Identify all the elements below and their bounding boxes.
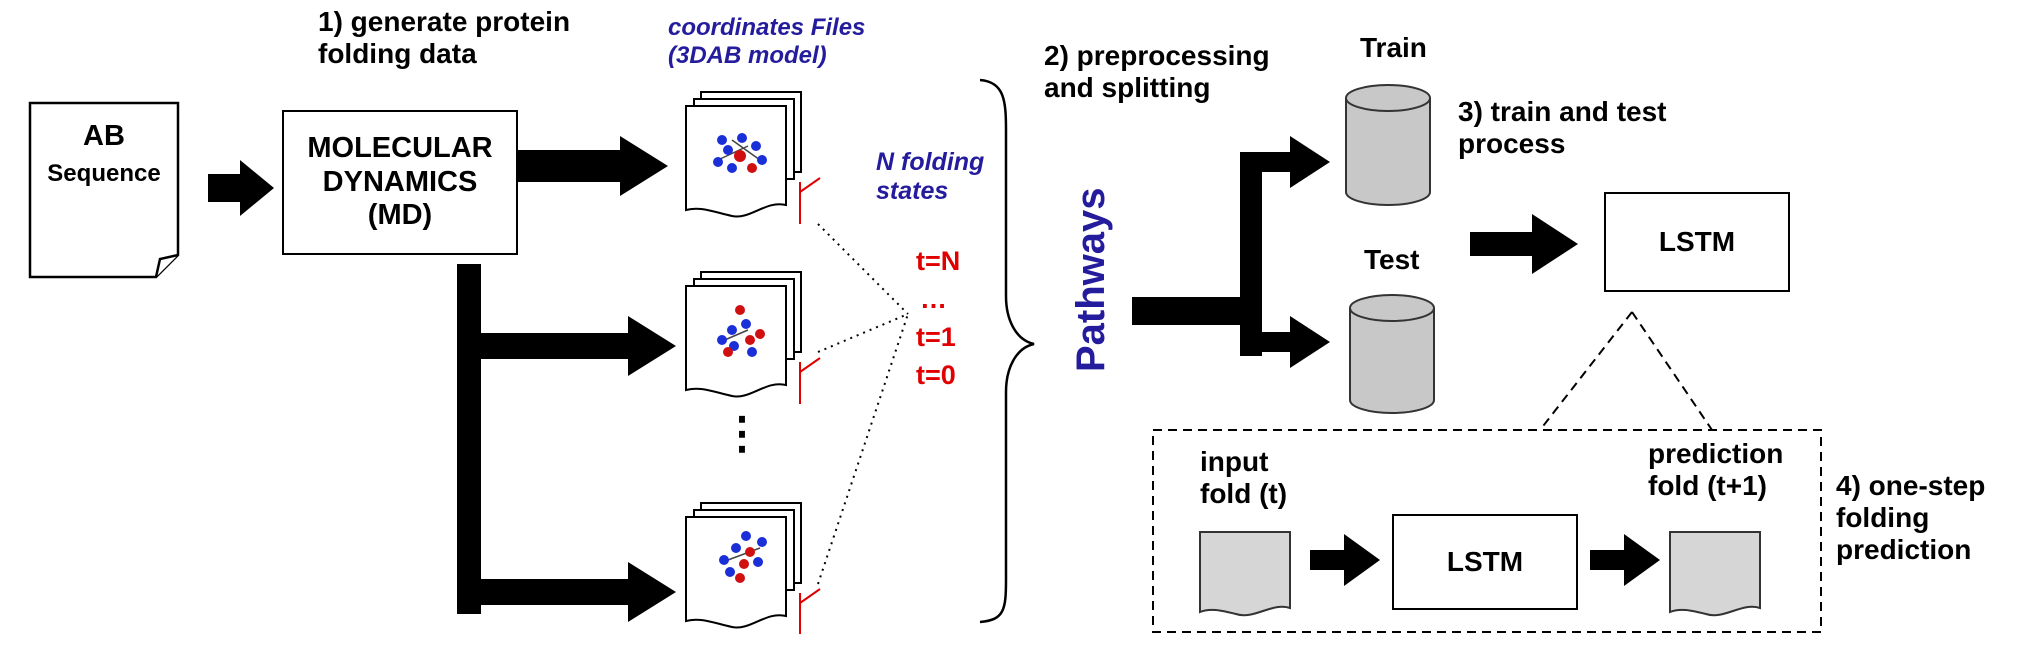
coordinate-files-label: coordinates Files (3DAB model) xyxy=(668,14,866,69)
dotted-connectors xyxy=(817,223,909,585)
molecule-icon xyxy=(713,133,767,173)
pathways-label: Pathways xyxy=(1069,187,1113,372)
lstm-main-label: LSTM xyxy=(1658,225,1736,257)
step1-label: 1) generate protein folding data xyxy=(318,6,571,70)
time-label: t=1 xyxy=(916,322,956,352)
md-box: MOLECULAR DYNAMICS (MD) xyxy=(282,110,518,255)
time-label: t=N xyxy=(916,246,961,276)
arrow-right-icon xyxy=(518,136,668,196)
timeline-tick-icon xyxy=(799,177,821,634)
arrow-right-icon xyxy=(1310,534,1380,586)
lstm-main-box: LSTM xyxy=(1604,192,1790,292)
step3-label: 3) train and test process xyxy=(1458,96,1667,160)
time-label: t=0 xyxy=(916,360,956,390)
molecule-icon xyxy=(719,531,767,583)
zoom-dashed-lines xyxy=(1152,311,1822,633)
arrow-right-icon xyxy=(1470,214,1578,274)
vertical-ellipsis: ⋮ xyxy=(720,409,764,458)
arrow-right-icon xyxy=(1590,534,1660,586)
split-arrows-icon xyxy=(1132,136,1330,368)
database-icon xyxy=(1345,84,1431,206)
md-box-label: MOLECULAR DYNAMICS (MD) xyxy=(307,132,493,232)
folding-states-label: N folding states xyxy=(876,148,985,205)
arrow-right-icon xyxy=(208,160,274,216)
detail-lstm-box: LSTM xyxy=(1392,514,1578,610)
input-document-icon xyxy=(28,101,180,279)
branch-arrows-icon xyxy=(457,264,676,622)
database-icon xyxy=(1349,294,1435,414)
train-label: Train xyxy=(1360,32,1427,63)
document-icon xyxy=(1669,531,1761,617)
coordinate-file-stack xyxy=(685,271,802,398)
molecule-icon xyxy=(717,305,765,357)
coordinate-file-stack xyxy=(685,502,802,629)
input-sequence-subtitle: Sequence xyxy=(47,160,161,187)
step2-label: 2) preprocessing and splitting xyxy=(1044,40,1270,104)
detail-prediction-label: prediction fold (t+1) xyxy=(1648,438,1784,502)
step4-label: 4) one-step folding prediction xyxy=(1836,470,1986,566)
test-label: Test xyxy=(1364,244,1420,275)
time-label: … xyxy=(920,284,947,314)
detail-input-label: input fold (t) xyxy=(1200,446,1288,510)
detail-lstm-label: LSTM xyxy=(1446,545,1524,577)
input-sequence-title: AB xyxy=(83,120,125,152)
curly-brace-icon xyxy=(979,78,1035,624)
document-icon xyxy=(1199,531,1291,617)
